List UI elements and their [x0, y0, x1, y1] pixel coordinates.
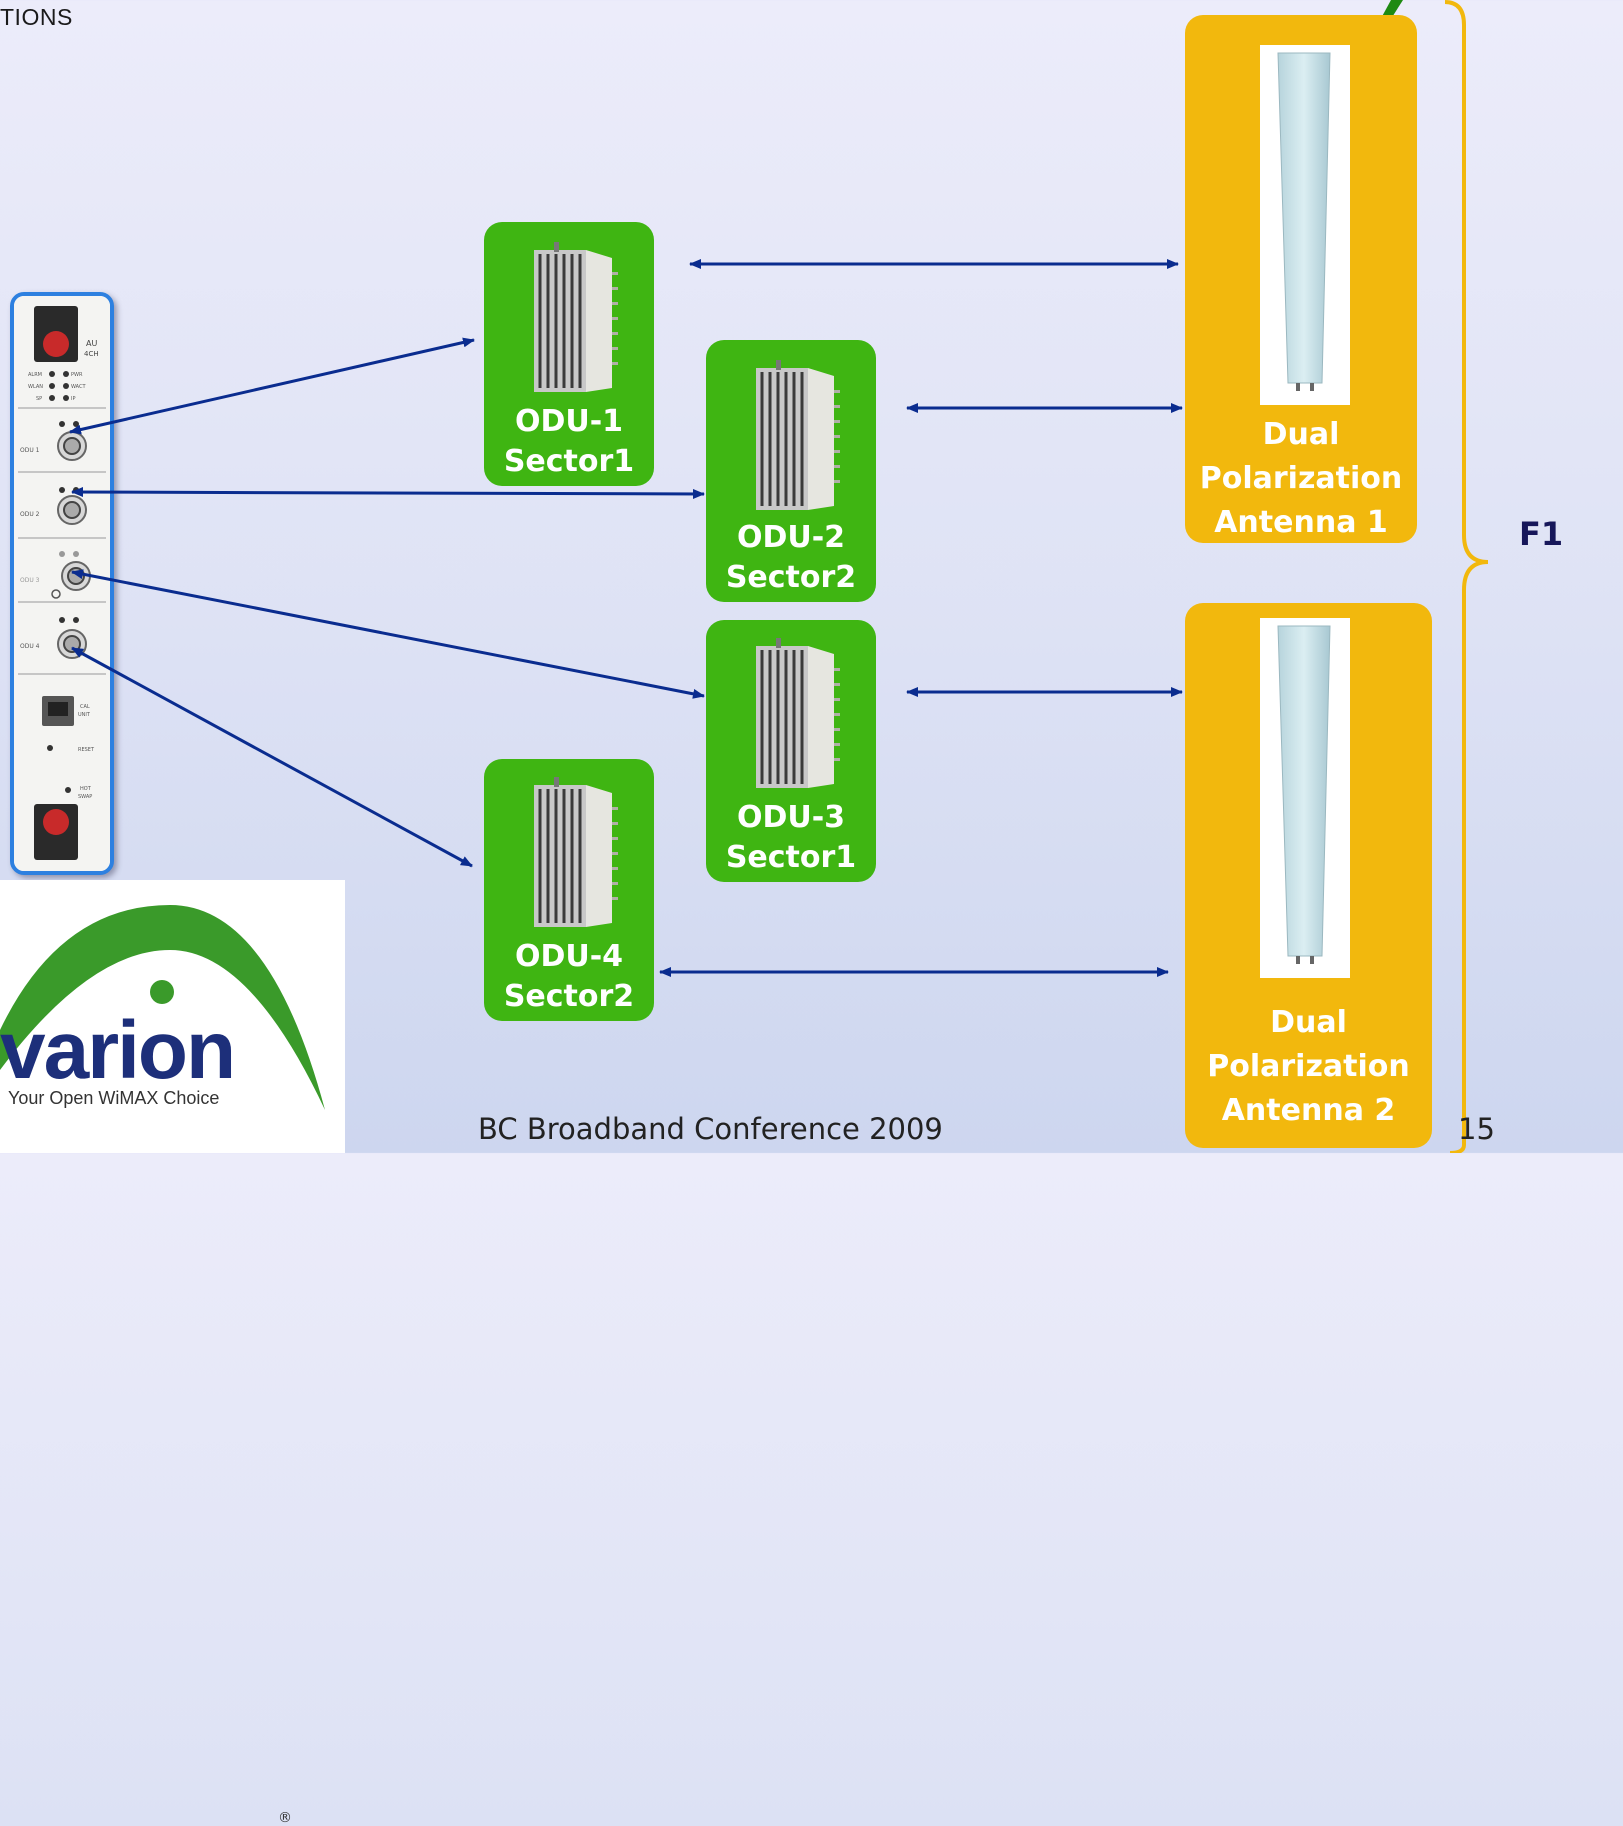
slide-number: 15: [1458, 1112, 1495, 1146]
registered-mark: ®: [278, 1810, 292, 1826]
connector-port4-odu4: [71, 646, 473, 868]
port-label-odu-4: ODU 4: [20, 643, 40, 650]
odu-3-box: ODU-3 Sector1: [706, 620, 876, 882]
led-label: ALRM: [28, 372, 42, 378]
antenna-1-label: Dual Polarization Antenna 1: [1185, 413, 1417, 545]
antenna-1-label-line2: Polarization: [1199, 461, 1403, 496]
connector-layer: [69, 259, 1183, 977]
port-odu-2: ODU 2: [20, 487, 87, 525]
odu-3-image: [756, 638, 840, 788]
odu-2-sector: Sector2: [725, 560, 857, 595]
alvarion-logo: ®: [0, 880, 345, 1826]
connector-port2-odu2: [71, 487, 705, 499]
odu-4-sector: Sector2: [503, 979, 635, 1014]
odu-4-box: ODU-4 Sector2: [484, 759, 654, 1021]
antenna-1-box: Dual Polarization Antenna 1: [1185, 15, 1417, 543]
odu-3-sector: Sector1: [725, 840, 857, 875]
led-label: WLAN: [28, 384, 43, 390]
port-label-odu-3: ODU 3: [20, 577, 40, 584]
odu-1-sector: Sector1: [503, 444, 635, 479]
antenna-2-label: Dual Polarization Antenna 2: [1185, 1001, 1432, 1133]
antenna-1-image: [1260, 45, 1350, 405]
odu-1-box: ODU-1 Sector1: [484, 222, 654, 486]
port-label-odu-1: ODU 1: [20, 447, 40, 454]
odu-3-name: ODU-3: [736, 800, 846, 835]
antenna-1-label-line1: Dual: [1262, 417, 1340, 452]
antenna-2-label-line2: Polarization: [1207, 1049, 1410, 1084]
connector-port1-odu1: [69, 337, 475, 435]
port-label-odu-2: ODU 2: [20, 511, 40, 518]
antenna-2-label-line3: Antenna 2: [1221, 1093, 1396, 1128]
frequency-label: F1: [1519, 515, 1564, 553]
port-odu-1: ODU 1: [20, 421, 87, 461]
antenna-2-image: [1260, 618, 1350, 978]
logo-arc-icon: [0, 905, 325, 1110]
odu-1-name: ODU-1: [514, 404, 624, 439]
antenna-1-label-line3: Antenna 1: [1214, 505, 1388, 540]
logo-wordmark: varion: [0, 1005, 236, 1096]
footer-conference-text: BC Broadband Conference 2009: [478, 1112, 943, 1146]
led-label: SP: [36, 396, 42, 402]
odu-2-name: ODU-2: [736, 520, 846, 555]
odu-1-label: ODU-1 Sector1: [484, 402, 654, 482]
odu-2-image: [756, 360, 840, 510]
odu-4-label: ODU-4 Sector2: [484, 937, 654, 1017]
odu-2-label: ODU-2 Sector2: [706, 518, 876, 598]
odu-4-name: ODU-4: [514, 939, 624, 974]
odu-4-image: [534, 777, 618, 927]
reset-button: [47, 745, 53, 751]
connector-port3-odu3: [71, 569, 705, 699]
antenna-2-label-line1: Dual: [1270, 1005, 1347, 1040]
odu-1-image: [534, 242, 618, 392]
slide-title-fragment: TIONS: [0, 4, 73, 30]
frequency-brace: [1444, 0, 1489, 1153]
antenna-2-box: Dual Polarization Antenna 2: [1185, 603, 1432, 1148]
odu-3-label: ODU-3 Sector1: [706, 798, 876, 878]
odu-2-box: ODU-2 Sector2: [706, 340, 876, 602]
logo-tagline: Your Open WiMAX Choice: [8, 1088, 220, 1108]
